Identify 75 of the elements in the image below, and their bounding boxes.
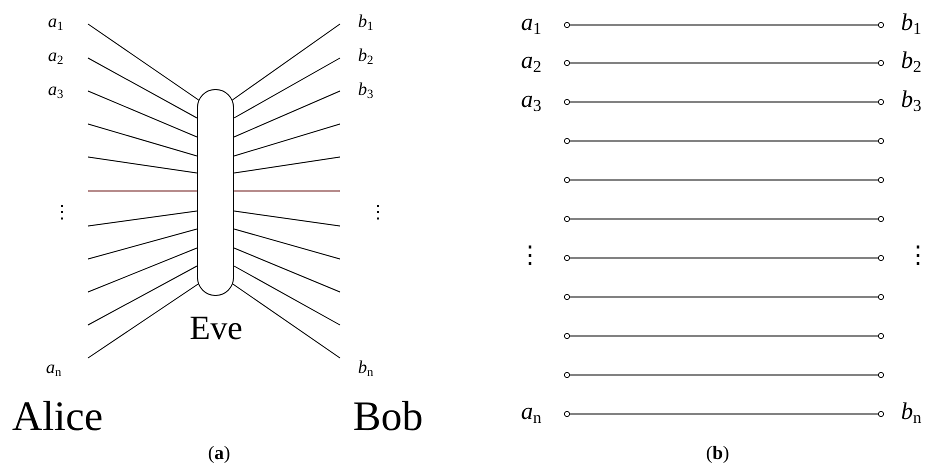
connector-line <box>88 24 200 100</box>
connector-line <box>88 124 198 156</box>
terminal-circle <box>564 99 570 105</box>
terminal-circle <box>564 411 570 417</box>
terminal-circle <box>878 294 884 300</box>
terminal-circle <box>878 138 884 144</box>
connector-line <box>234 228 340 260</box>
connector-line <box>570 296 878 298</box>
variable-label: a$_{1}$ <box>521 11 542 35</box>
variable-label: b$_{n}$ <box>358 358 374 376</box>
connector-line <box>88 228 198 260</box>
terminal-circle <box>564 333 570 339</box>
variable-label: b$_{3}$ <box>901 88 922 112</box>
connector-line <box>234 248 340 292</box>
panel-label: (b) <box>706 444 730 463</box>
connector-line <box>88 90 198 138</box>
terminal-circle <box>564 372 570 378</box>
connector-line <box>88 248 198 292</box>
ellipsis-mark: ⋮ <box>518 244 542 268</box>
terminal-circle <box>878 22 884 28</box>
terminal-circle <box>878 411 884 417</box>
terminal-circle <box>564 216 570 222</box>
variable-label: b$_{n}$ <box>901 400 922 424</box>
terminal-circle <box>564 177 570 183</box>
connector-line <box>234 190 340 192</box>
terminal-circle <box>564 294 570 300</box>
variable-label: b$_{1}$ <box>358 12 374 30</box>
variable-label: b$_{3}$ <box>358 80 374 98</box>
variable-label: a$_{3}$ <box>48 80 64 98</box>
panel-label: (a) <box>208 444 230 463</box>
connector-line <box>234 266 340 326</box>
party-label: Bob <box>353 396 424 438</box>
ellipsis-mark: ⋮ <box>369 203 387 221</box>
connector-line <box>88 210 198 226</box>
connector-line <box>234 58 340 118</box>
connector-line <box>234 156 340 174</box>
variable-label: a$_{n}$ <box>46 358 62 376</box>
terminal-circle <box>878 177 884 183</box>
connector-line <box>234 124 340 156</box>
variable-label: b$_{2}$ <box>358 46 374 64</box>
node-label: Eve <box>190 312 242 346</box>
variable-label: a$_{3}$ <box>521 88 542 112</box>
connector-line <box>570 218 878 220</box>
connector-line <box>88 266 198 326</box>
connector-line <box>88 58 198 118</box>
terminal-circle <box>564 22 570 28</box>
connector-line <box>570 374 878 376</box>
connector-line <box>570 24 878 26</box>
terminal-circle <box>564 60 570 66</box>
terminal-circle <box>564 138 570 144</box>
variable-label: a$_{2}$ <box>48 46 64 64</box>
terminal-circle <box>878 372 884 378</box>
terminal-circle <box>564 255 570 261</box>
variable-label: a$_{1}$ <box>48 12 64 30</box>
terminal-circle <box>878 99 884 105</box>
connector-line <box>88 156 198 174</box>
connector-line <box>88 190 198 192</box>
terminal-circle <box>878 216 884 222</box>
terminal-circle <box>878 333 884 339</box>
terminal-circle <box>878 255 884 261</box>
connector-line <box>570 140 878 142</box>
party-label: Alice <box>12 396 103 438</box>
ellipsis-mark: ⋮ <box>53 203 71 221</box>
variable-label: a$_{n}$ <box>521 400 542 424</box>
ellipsis-mark: ⋮ <box>906 244 928 268</box>
connector-line <box>232 284 340 358</box>
connector-line <box>234 90 340 138</box>
connector-line <box>88 284 199 358</box>
variable-label: a$_{2}$ <box>521 49 542 73</box>
variable-label: b$_{1}$ <box>901 11 922 35</box>
variable-label: b$_{2}$ <box>901 49 922 73</box>
terminal-circle <box>878 60 884 66</box>
connector-line <box>570 62 878 64</box>
connector-line <box>232 24 340 100</box>
connector-line <box>234 210 340 226</box>
